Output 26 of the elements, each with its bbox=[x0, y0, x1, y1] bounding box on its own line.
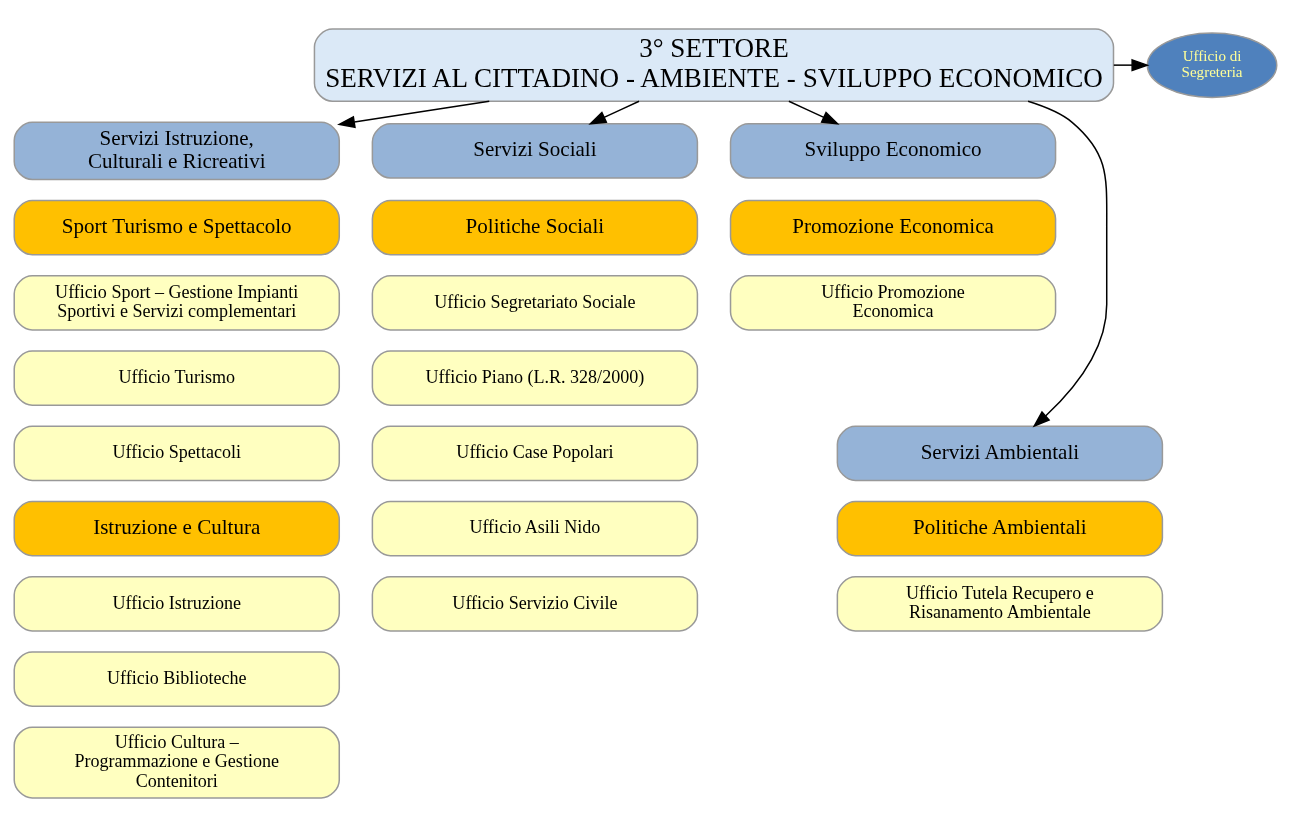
node-box: Servizi Ambientali bbox=[836, 425, 1164, 482]
node-box: Ufficio Case Popolari bbox=[371, 425, 699, 482]
arrow bbox=[1113, 58, 1150, 72]
node-box: Politiche Ambientali bbox=[836, 500, 1164, 557]
node-box: Sviluppo Economico bbox=[729, 123, 1057, 179]
arrow bbox=[337, 100, 490, 129]
node-box: Sport Turismo e Spettacolo bbox=[13, 199, 340, 256]
node-box: Ufficio Istruzione bbox=[13, 576, 340, 632]
node-box: Ufficio Biblioteche bbox=[13, 651, 340, 707]
node-box: 3° SETTORE SERVIZI AL CITTADINO - AMBIENTE - SVILUPPO ECONOMICO bbox=[313, 28, 1115, 102]
node-box: Ufficio Asili Nido bbox=[371, 500, 699, 557]
node-box: Ufficio Servizio Civile bbox=[371, 576, 699, 632]
node-box: Ufficio Sport – Gestione Impianti Sportivi e Servizi complementari bbox=[13, 275, 340, 331]
node-box: Ufficio Promozione Economica bbox=[729, 275, 1057, 331]
node-box: Ufficio Piano (L.R. 328/2000) bbox=[371, 350, 699, 406]
node-box: Ufficio Spettacoli bbox=[13, 425, 340, 482]
node-box: Ufficio Tutela Recupero e Risanamento Ambientale bbox=[836, 576, 1164, 632]
node-box: Promozione Economica bbox=[729, 199, 1057, 256]
node-box: Servizi Istruzione, Culturali e Ricreativi bbox=[13, 121, 340, 181]
node-box: Ufficio Segretariato Sociale bbox=[371, 275, 699, 331]
node-box: Istruzione e Cultura bbox=[13, 500, 340, 557]
node-ellipse: Ufficio di Segreteria bbox=[1146, 32, 1278, 99]
node-box: Politiche Sociali bbox=[371, 199, 699, 256]
node-box: Ufficio Cultura – Programmazione e Gestione Contenitori bbox=[13, 726, 340, 799]
node-box: Ufficio Turismo bbox=[13, 350, 340, 406]
node-box: Servizi Sociali bbox=[371, 123, 699, 179]
